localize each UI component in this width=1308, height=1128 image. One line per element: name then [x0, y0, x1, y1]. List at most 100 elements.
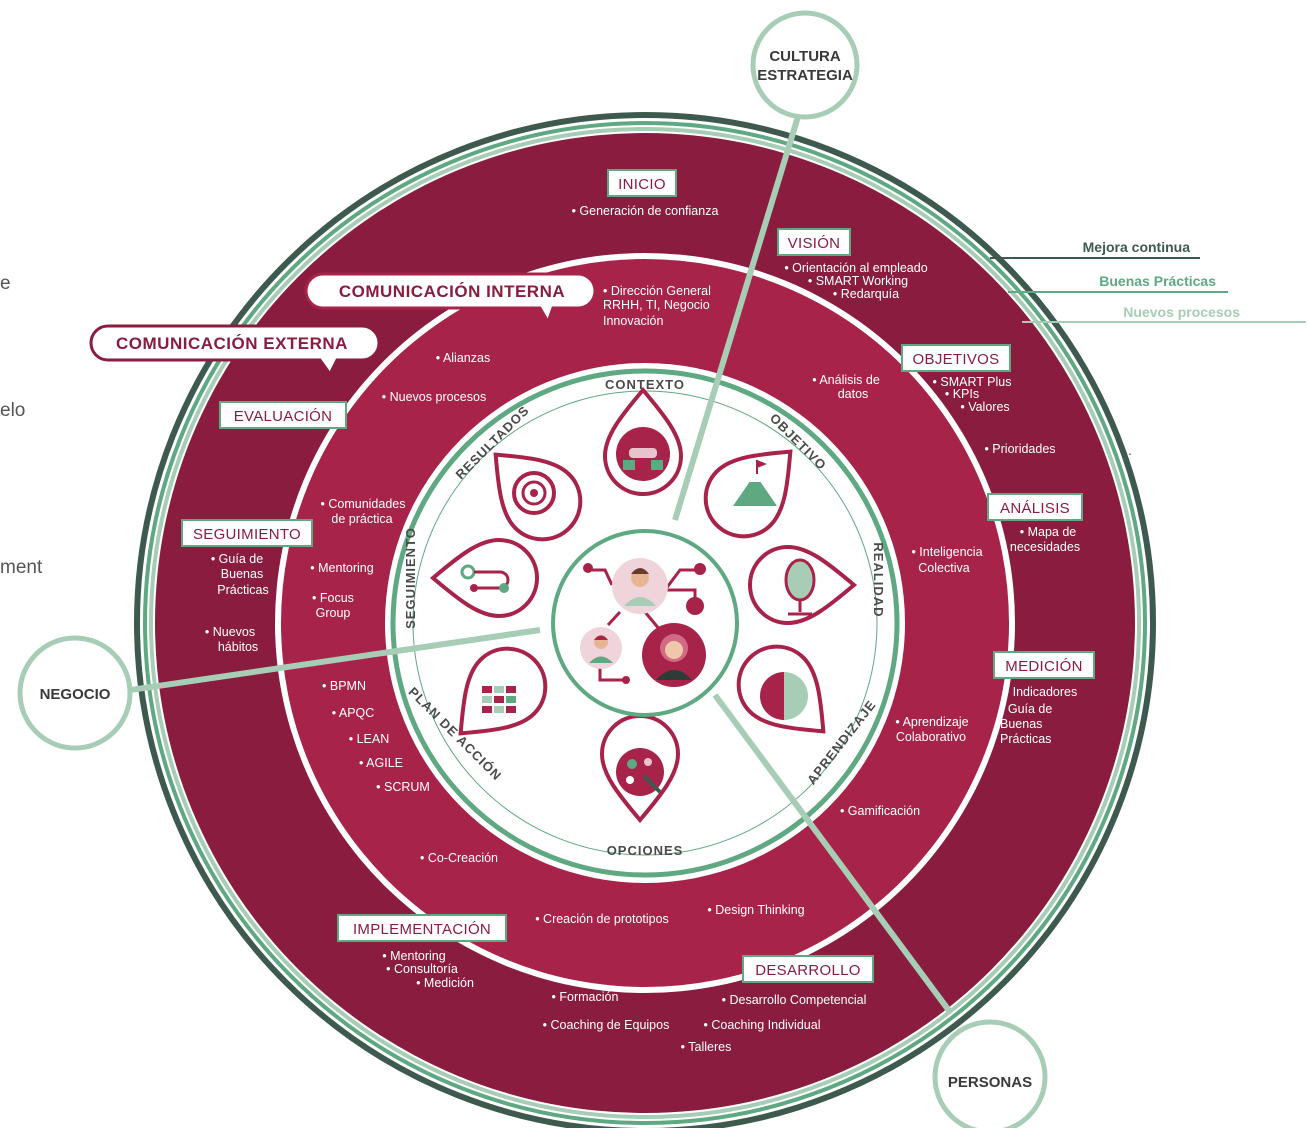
corner-circle-personas-label: PERSONAS — [948, 1074, 1032, 1091]
process-path-icon — [429, 537, 539, 619]
legend: Mejora continua Buenas Prácticas Nuevos … — [990, 239, 1306, 458]
wheel-label-realidad: REALIDAD — [871, 542, 886, 617]
stage-desarrollo: DESARROLLO — [742, 955, 874, 983]
text-objetivos-3: • Valores — [960, 400, 1009, 414]
stage-implementacion: IMPLEMENTACIÓN — [337, 914, 507, 942]
cropped-text-1: e — [0, 273, 11, 294]
mountain-icon — [733, 460, 777, 506]
corner-circle-cultura-line-1: CULTURA — [769, 48, 841, 65]
central-hub — [551, 529, 739, 717]
middle-ring-text: • Dirección General RRHH, TI, Negocio In… — [310, 284, 982, 926]
stage-objetivos: OBJETIVOS — [901, 344, 1011, 372]
axis-line-personas — [712, 693, 953, 1014]
corner-circle-personas: PERSONAS — [932, 1019, 1048, 1128]
node-dot-4 — [622, 676, 630, 684]
callout-external-label: COMUNICACIÓN EXTERNA — [116, 334, 348, 353]
text-nuevos-procesos: • Nuevos procesos — [382, 390, 486, 404]
legend-dot: . — [1128, 442, 1132, 458]
svg-text:ANÁLISIS: ANÁLISIS — [1000, 500, 1070, 517]
corner-circle-negocio-label: NEGOCIO — [40, 686, 111, 703]
text-bpmn: • BPMN — [322, 679, 366, 693]
man-avatar-icon — [612, 558, 668, 614]
text-comunidades-1: • Comunidades — [321, 497, 406, 511]
axis-line-cultura — [672, 109, 803, 521]
small-avatar-icon — [580, 627, 622, 669]
text-cocreacion: • Co-Creación — [420, 851, 498, 865]
text-implementacion-1: • Mentoring — [382, 949, 445, 963]
svg-text:VISIÓN: VISIÓN — [788, 235, 841, 252]
corner-circle-negocio: NEGOCIO — [17, 635, 133, 751]
text-comunidades-2: de práctica — [331, 512, 392, 526]
ring-buenas-practicas — [143, 121, 1147, 1125]
text-seguimiento-1: • Guía de — [211, 552, 263, 566]
text-prototipos: • Creación de prototipos — [535, 912, 669, 926]
text-medicion-guia-3: Prácticas — [1000, 732, 1051, 746]
text-analisis-1: • Mapa de — [1020, 525, 1077, 539]
stage-boxes: INICIO VISIÓN OBJETIVOS ANÁLISIS MEDICIÓ… — [181, 169, 1095, 983]
handshake-icon — [602, 386, 684, 496]
outer-ring-text: • Generación de confianza • Orientación … — [205, 204, 1080, 1054]
text-seguimiento-3: Prácticas — [217, 583, 268, 597]
text-inicio: • Generación de confianza — [572, 204, 719, 218]
outer-ring-strokes — [134, 112, 1156, 1128]
text-prioridades: • Prioridades — [984, 442, 1055, 456]
ring-mejora-continua — [134, 112, 1156, 1128]
wheel-label-opciones: OPCIONES — [607, 843, 684, 858]
text-direccion-2: RRHH, TI, Negocio — [603, 298, 710, 312]
svg-text:SEGUIMIENTO: SEGUIMIENTO — [193, 526, 301, 543]
text-aprendizaje-2: Colaborativo — [896, 730, 966, 744]
corner-circle-cultura-estrategia: CULTURA ESTRATEGIA — [750, 10, 860, 120]
wheel-label-contexto: CONTEXTO — [605, 377, 685, 392]
node-dot-1 — [583, 563, 593, 573]
palette-shape-icon — [616, 748, 664, 796]
text-formacion: • Formación — [552, 990, 619, 1004]
axis-lines — [109, 109, 953, 1014]
text-focus-2: Group — [316, 606, 351, 620]
callout-comunicacion-externa: COMUNICACIÓN EXTERNA — [89, 324, 381, 377]
text-medicion-guia-2: Buenas — [1000, 717, 1042, 731]
legend-label-nuevos: Nuevos procesos — [1123, 304, 1240, 320]
text-analisis-datos-1: • Análisis de — [812, 373, 880, 387]
text-coaching-equipos: • Coaching de Equipos — [543, 1018, 670, 1032]
svg-text:IMPLEMENTACIÓN: IMPLEMENTACIÓN — [353, 921, 491, 938]
text-design-thinking: • Design Thinking — [707, 903, 804, 917]
text-focus-1: • Focus — [312, 591, 354, 605]
svg-text:INICIO: INICIO — [618, 176, 666, 193]
text-objetivos-2: • KPIs — [945, 387, 979, 401]
drop-icons — [429, 386, 858, 824]
svg-text:DESARROLLO: DESARROLLO — [755, 962, 861, 979]
text-agile: • AGILE — [359, 756, 403, 770]
stage-vision: VISIÓN — [777, 228, 851, 256]
wheel-label-seguimiento: SEGUIMIENTO — [403, 527, 418, 629]
cropped-text-2: elo — [0, 400, 25, 421]
text-analisis-datos-2: datos — [838, 387, 869, 401]
node-dot-3 — [686, 597, 704, 615]
text-implementacion-3: • Medición — [416, 976, 474, 990]
stage-medicion: MEDICIÓN — [993, 651, 1095, 679]
text-nuevos-habitos-1: • Nuevos — [205, 625, 255, 639]
corner-circle-cultura-line-2: ESTRATEGIA — [757, 67, 853, 84]
mandala-icon — [512, 471, 556, 515]
text-scrum: • SCRUM — [376, 780, 430, 794]
text-vision-1: • Orientación al empleado — [784, 261, 927, 275]
text-alianzas: • Alianzas — [436, 351, 490, 365]
text-gamificacion: • Gamificación — [840, 804, 920, 818]
text-vision-2: • SMART Working — [808, 274, 908, 288]
callout-comunicacion-interna: COMUNICACIÓN INTERNA — [304, 272, 597, 326]
text-medicion-indicadores: • Indicadores — [1005, 685, 1077, 699]
mirror-shape-icon — [784, 558, 816, 616]
text-objetivos-1: • SMART Plus — [933, 375, 1012, 389]
text-inteligencia-2: Colectiva — [918, 561, 969, 575]
callout-internal-label: COMUNICACIÓN INTERNA — [339, 282, 565, 301]
inner-wheel-border — [390, 368, 900, 878]
grid-checklist-icon — [482, 686, 516, 713]
text-aprendizaje-1: • Aprendizaje — [895, 715, 968, 729]
text-mentoring: • Mentoring — [310, 561, 373, 575]
text-talleres: • Talleres — [681, 1040, 732, 1054]
text-direccion-3: Innovación — [603, 314, 664, 328]
stage-inicio: INICIO — [607, 169, 677, 197]
text-direccion-1: • Dirección General — [603, 284, 711, 298]
text-lean: • LEAN — [349, 732, 390, 746]
text-medicion-guia-1: • Guía de — [1000, 702, 1052, 716]
